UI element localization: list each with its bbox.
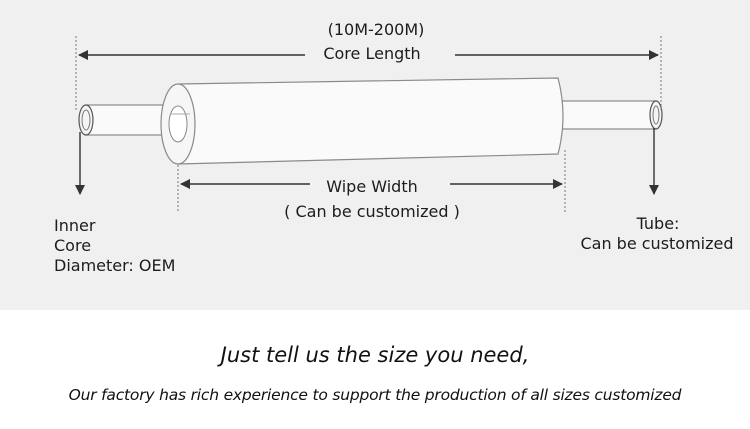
diagram-panel: (10M-200M) Core Length Wipe Width ( Can … xyxy=(0,0,750,310)
right-tube-shaft xyxy=(554,100,663,130)
inner-core-label-line-2: Core xyxy=(54,236,92,255)
dimension-guides xyxy=(75,36,662,212)
subline-caption: Our factory has rich experience to suppo… xyxy=(68,386,682,404)
headline-caption: Just tell us the size you need, xyxy=(220,343,530,367)
core-length-range: (10M-200M) xyxy=(327,20,425,39)
inner-core-label-line-1: Inner xyxy=(54,216,96,235)
wipe-roll-body xyxy=(160,77,564,165)
core-length-label: Core Length xyxy=(323,44,421,63)
wipe-width-label: Wipe Width xyxy=(326,177,418,196)
inner-core-label-line-3: Diameter: OEM xyxy=(54,256,176,275)
tube-label-line-2: Can be customized xyxy=(580,234,734,253)
wipe-width-note: ( Can be customized ) xyxy=(284,202,460,221)
roll-diagram xyxy=(75,36,663,212)
tube-label-line-1: Tube: xyxy=(636,214,680,233)
